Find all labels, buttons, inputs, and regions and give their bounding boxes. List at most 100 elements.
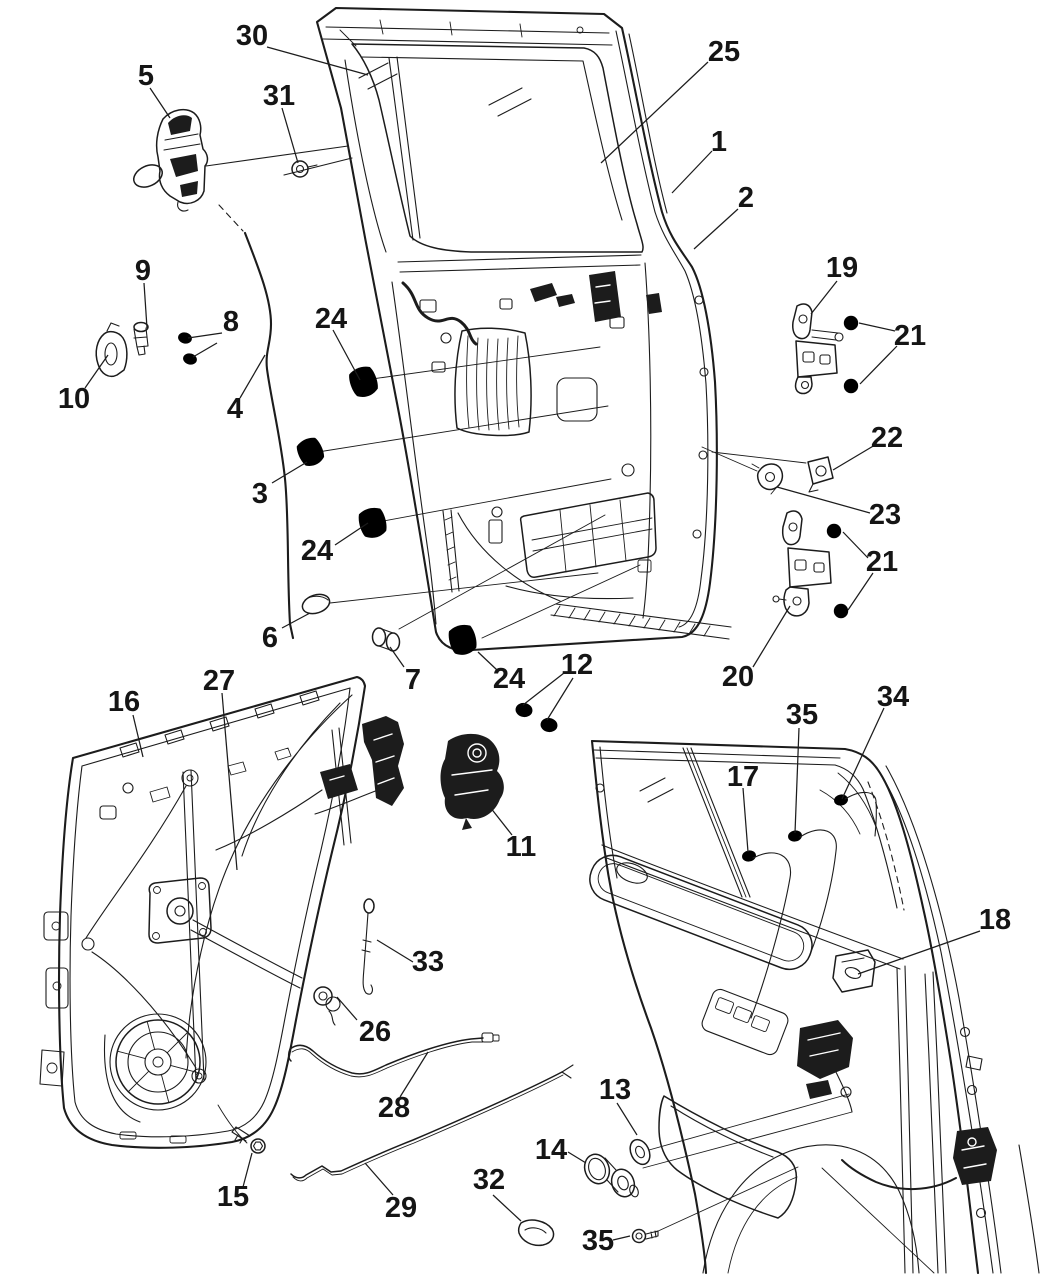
callout-26: 26 (336, 996, 391, 1048)
callout-34: 34 (841, 681, 909, 800)
callout-label: 6 (262, 622, 278, 654)
callout-17: 17 (727, 761, 759, 853)
callout-24: 24 (477, 651, 525, 695)
callout-12: 12 (522, 649, 593, 721)
bushing-7 (371, 627, 401, 652)
callout-label: 14 (535, 1134, 567, 1166)
callout-label: 26 (359, 1016, 391, 1048)
leader-line (376, 939, 414, 963)
leader-line (492, 1194, 522, 1222)
leader-line (567, 1151, 587, 1164)
callout-label: 33 (412, 946, 444, 978)
trim-screws-and-cables (741, 791, 877, 1019)
callout-label: 19 (826, 252, 858, 284)
leader-line (149, 87, 171, 119)
leader-line (242, 1152, 253, 1188)
callout-label: 10 (58, 383, 90, 415)
callout-9: 9 (135, 255, 151, 329)
callout-28: 28 (378, 1051, 429, 1124)
callout-label: 35 (582, 1225, 614, 1257)
leader-line (776, 486, 871, 514)
washer-13 (629, 1138, 651, 1166)
callout-label: 9 (135, 255, 151, 287)
leader-line (842, 531, 869, 559)
callout-10: 10 (58, 354, 109, 415)
leader-line (364, 1162, 394, 1196)
leader-line (489, 806, 513, 836)
callout-32: 32 (473, 1164, 522, 1222)
callout-4: 4 (227, 354, 266, 425)
callout-18: 18 (857, 904, 1011, 975)
striker-plate-22 (807, 456, 834, 493)
leader-line (143, 282, 148, 329)
leader-line (858, 322, 896, 332)
leader-line (334, 522, 369, 546)
hinge-pin-9 (133, 321, 149, 356)
callout-6: 6 (262, 612, 311, 654)
callout-label: 29 (385, 1192, 417, 1224)
callout-11: 11 (489, 806, 536, 863)
callout-label: 34 (877, 681, 909, 713)
callout-label: 22 (871, 422, 903, 454)
leader-line (399, 1051, 429, 1098)
leader-line (794, 727, 800, 834)
rod-28 (287, 1032, 500, 1078)
callout-2: 2 (693, 182, 754, 250)
regulator-module-panel (39, 675, 367, 1149)
leader-line (693, 208, 739, 250)
leader-line (546, 677, 574, 721)
callout-14: 14 (535, 1134, 587, 1166)
leader-line (132, 714, 144, 758)
leader-line (281, 612, 311, 629)
callout-label: 1 (711, 126, 727, 158)
leader-line (612, 1235, 631, 1241)
exterior-handle-5 (133, 108, 244, 232)
callout-8: 8 (187, 306, 239, 358)
leader-line (192, 342, 218, 358)
callout-24: 24 (315, 303, 361, 381)
callout-25: 25 (600, 36, 740, 164)
callout-label: 23 (869, 499, 901, 531)
callout-23: 23 (776, 486, 901, 531)
clip-26 (313, 986, 341, 1026)
screw-35-lower (631, 1228, 659, 1244)
leader-line (752, 605, 791, 668)
callout-27: 27 (203, 665, 238, 871)
callout-24: 24 (301, 522, 369, 567)
callout-label: 17 (727, 761, 759, 793)
callout-5: 5 (138, 60, 171, 119)
callout-3: 3 (252, 461, 308, 510)
callout-1: 1 (671, 126, 727, 194)
leader-line (600, 61, 709, 164)
leader-line (221, 692, 238, 871)
leader-line (266, 46, 369, 76)
callout-13: 13 (599, 1074, 638, 1136)
leader-line (84, 354, 109, 389)
callout-16: 16 (108, 686, 144, 758)
rear-door-shell (315, 6, 732, 652)
leader-line (832, 444, 876, 471)
callout-7: 7 (389, 646, 421, 696)
clip-32 (517, 1219, 555, 1247)
callout-label: 5 (138, 60, 154, 92)
control-rod-4 (243, 231, 295, 640)
callout-label: 35 (786, 699, 818, 731)
screws-8 (170, 324, 200, 367)
callout-15: 15 (217, 1152, 253, 1213)
leader-line (477, 651, 498, 671)
leader-line (187, 332, 223, 339)
callout-22: 22 (832, 422, 903, 471)
callout-label: 24 (493, 663, 525, 695)
callout-label: 13 (599, 1074, 631, 1106)
leader-line (847, 572, 874, 611)
callout-label: 24 (315, 303, 347, 335)
callout-label: 4 (227, 393, 243, 425)
door-latch-11 (440, 733, 504, 830)
leader-line (332, 329, 361, 381)
clip-23 (751, 463, 784, 495)
callout-label: 31 (263, 80, 295, 112)
callout-label: 32 (473, 1164, 505, 1196)
callout-label: 18 (979, 904, 1011, 936)
leader-line (859, 345, 898, 385)
